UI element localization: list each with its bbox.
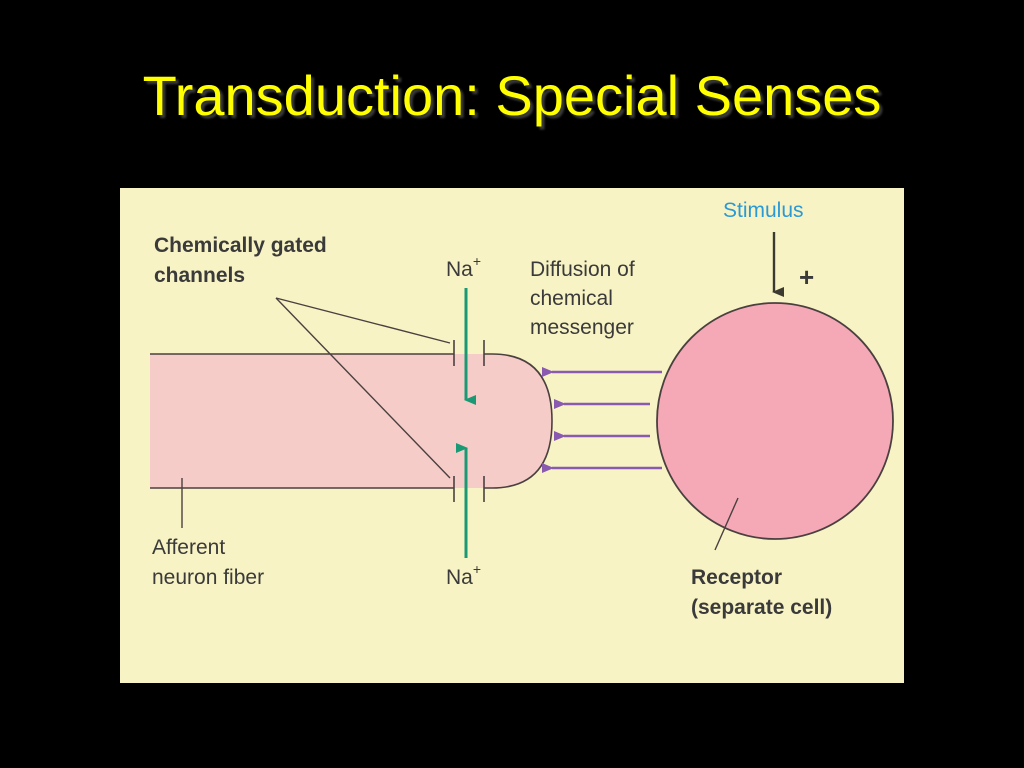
na-top-charge: + [473, 253, 481, 269]
receptor-pointer [714, 497, 739, 551]
stimulus-label: Stimulus [723, 199, 804, 222]
receptor-label-line2: (separate cell) [691, 596, 832, 619]
na-top-symbol: Na [446, 258, 473, 281]
channel-top [453, 340, 485, 366]
afferent-label-line1: Afferent [152, 536, 225, 559]
na-bottom-symbol: Na [446, 566, 473, 589]
channels-label-line1: Chemically gated [154, 234, 327, 257]
channels-leader-bottom [275, 297, 451, 479]
transduction-diagram: Chemically gated channels Na+ Na+ Diffus… [120, 188, 904, 683]
afferent-fiber [150, 354, 552, 488]
receptor-cell [656, 302, 894, 540]
afferent-label-line2: neuron fiber [152, 566, 264, 589]
messenger-arrows [542, 367, 662, 473]
fiber-membrane-bottom [150, 420, 553, 489]
slide-title: Transduction: Special Senses [142, 64, 882, 127]
diffusion-label-line2: chemical [530, 287, 613, 310]
na-bottom-charge: + [473, 561, 481, 577]
channels-label-line2: channels [154, 264, 245, 287]
channel-bottom [453, 476, 485, 502]
channels-leader-top [275, 297, 451, 344]
na-top-label: Na+ [446, 253, 481, 281]
diffusion-label-line1: Diffusion of [530, 258, 635, 281]
diffusion-label-line3: messenger [530, 316, 634, 339]
na-bottom-label: Na+ [446, 561, 481, 589]
receptor-label-line1: Receptor [691, 566, 782, 589]
stimulus-sign: + [799, 262, 814, 292]
fiber-membrane-top [150, 353, 553, 422]
